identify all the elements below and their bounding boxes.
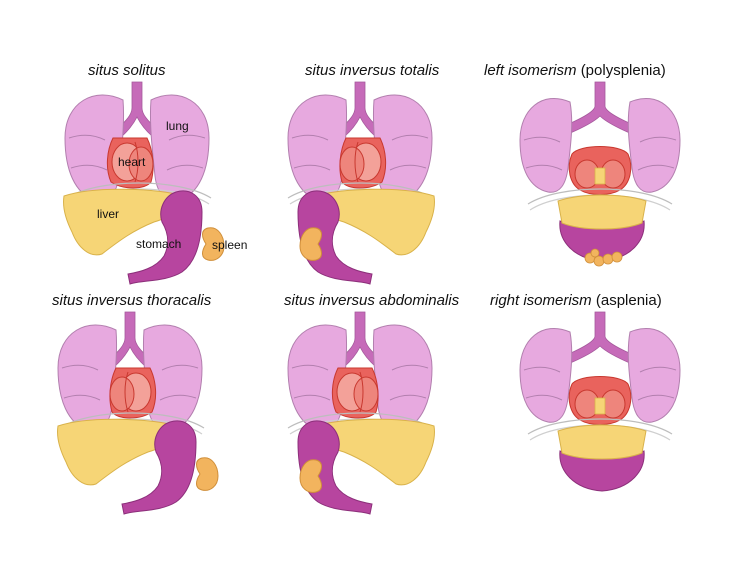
panel-title-situs-inversus-thoracalis: situs inversus thoracalis xyxy=(52,292,211,309)
panel-title-italic: right isomerism xyxy=(490,292,592,309)
heart-shape xyxy=(339,137,387,189)
panel-title-italic: situs inversus totalis xyxy=(305,62,440,79)
panel-title-italic: situs inversus abdominalis xyxy=(284,292,460,309)
panel-left-isomerism xyxy=(519,81,681,267)
panel-title-situs-solitus: situs solitus xyxy=(88,62,166,79)
abdomen-shape xyxy=(557,194,647,262)
label-liver: liver xyxy=(97,207,119,221)
polysplenia-cluster xyxy=(584,248,623,267)
panel-situs-solitus: lung heart liver stomach spleen xyxy=(62,81,247,285)
label-heart: heart xyxy=(118,155,146,169)
label-stomach: stomach xyxy=(136,237,181,251)
panel-title-italic: left isomerism xyxy=(484,62,577,79)
panel-title-plain: (polysplenia) xyxy=(580,62,666,79)
panel-title-plain: (asplenia) xyxy=(595,292,662,309)
panel-title-right-isomerism: right isomerism (asplenia) xyxy=(490,292,662,309)
heart-shape xyxy=(331,367,379,419)
spleen-nodule xyxy=(593,255,605,267)
panel-title-italic: situs inversus thoracalis xyxy=(52,292,212,309)
heart-shape xyxy=(109,367,157,419)
panel-title-left-isomerism: left isomerism (polysplenia) xyxy=(484,62,666,79)
panel-situs-inversus-thoracalis xyxy=(56,311,219,515)
label-lung: lung xyxy=(166,119,189,133)
spleen-nodule xyxy=(611,251,623,263)
spleen-nodule xyxy=(590,248,600,258)
panel-title-italic: situs solitus xyxy=(88,62,166,79)
abdomen-shape xyxy=(557,424,647,492)
label-spleen: spleen xyxy=(212,238,247,252)
heart-shape xyxy=(568,376,632,425)
spleen-shape xyxy=(196,457,219,491)
panel-situs-inversus-totalis xyxy=(287,81,436,285)
panel-title-situs-inversus-abdominalis: situs inversus abdominalis xyxy=(284,292,459,309)
spleen-nodule xyxy=(602,253,614,265)
heart-shape xyxy=(568,146,632,195)
panel-situs-inversus-abdominalis xyxy=(287,311,436,515)
panel-title-situs-inversus-totalis: situs inversus totalis xyxy=(305,62,439,79)
panel-right-isomerism xyxy=(519,311,681,492)
